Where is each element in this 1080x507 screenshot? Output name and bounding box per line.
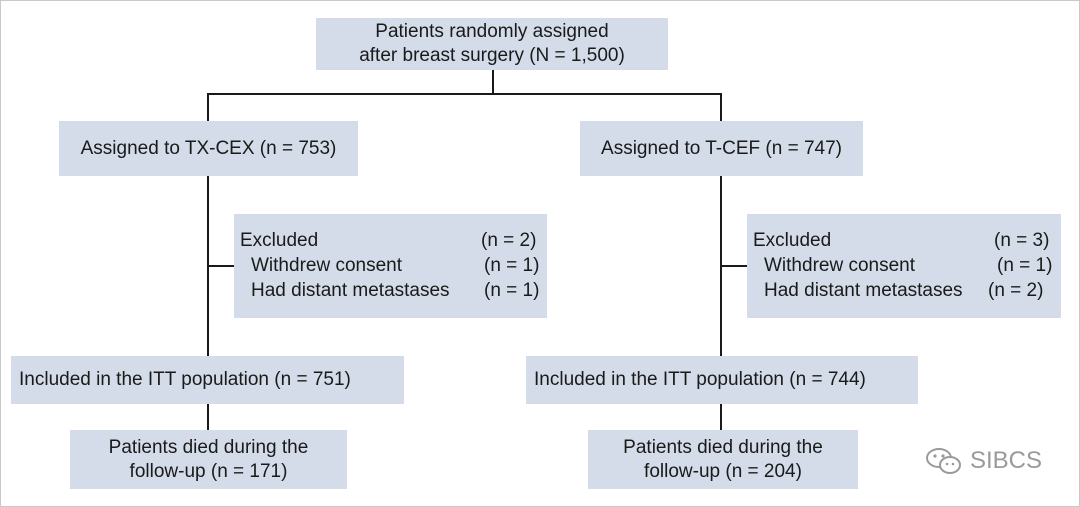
excluded-left-title: Excluded (240, 230, 319, 251)
itt-right-label: Included in the ITT population (n = 744) (534, 369, 866, 390)
excluded-right-title: Excluded (753, 230, 832, 251)
assigned-txcex-label: Assigned to TX-CEX (n = 753) (80, 137, 337, 159)
excluded-left-title-n: (n = 2) (481, 230, 537, 251)
itt-left-box: Included in the ITT population (n = 751) (11, 356, 404, 404)
connector-left-itt-to-died (207, 404, 209, 430)
excluded-left-item-n: (n = 1) (484, 280, 540, 301)
died-right-line2: follow-up (n = 204) (644, 460, 802, 482)
excluded-right-item-label: Withdrew consent (764, 255, 916, 276)
died-left-line1: Patients died during the (108, 436, 309, 458)
excluded-left-item-n: (n = 1) (484, 255, 540, 276)
died-right-box: Patients died during the follow-up (n = … (588, 430, 858, 489)
assigned-tcef-label: Assigned to T-CEF (n = 747) (601, 137, 842, 159)
connector-left-down-to-assigned (207, 93, 209, 121)
assigned-txcex-box: Assigned to TX-CEX (n = 753) (59, 121, 358, 176)
excluded-right-item-n: (n = 2) (988, 280, 1044, 301)
wechat-icon (926, 448, 961, 474)
connector-right-itt-to-died (720, 404, 722, 430)
assigned-tcef-box: Assigned to T-CEF (n = 747) (580, 121, 863, 176)
itt-right-box: Included in the ITT population (n = 744) (526, 356, 918, 404)
excluded-left-box: Excluded (n = 2) Withdrew consent (n = 1… (234, 214, 547, 318)
connector-left-excluded-branch (207, 265, 235, 267)
died-left-box: Patients died during the follow-up (n = … (70, 430, 347, 489)
itt-left-label: Included in the ITT population (n = 751) (19, 369, 351, 390)
died-left-line2: follow-up (n = 171) (129, 460, 288, 482)
connector-horizontal-split (207, 93, 722, 95)
sibcs-watermark: SIBCS (924, 446, 1042, 476)
watermark-text: SIBCS (970, 447, 1043, 474)
randomized-line2: after breast surgery (N = 1,500) (359, 45, 625, 66)
excluded-left-item-label: Had distant metastases (251, 280, 450, 301)
excluded-right-item-n: (n = 1) (997, 255, 1053, 276)
excluded-left-item-label: Withdrew consent (251, 255, 403, 276)
randomized-patients-box: Patients randomly assigned after breast … (316, 18, 668, 70)
randomized-line1: Patients randomly assigned (375, 21, 609, 42)
connector-top-down (492, 70, 494, 95)
died-right-line1: Patients died during the (623, 436, 823, 458)
excluded-right-title-n: (n = 3) (994, 230, 1050, 251)
connector-right-excluded-branch (720, 265, 748, 267)
excluded-right-box: Excluded (n = 3) Withdrew consent (n = 1… (747, 214, 1061, 318)
connector-right-down-to-assigned (720, 93, 722, 121)
excluded-right-item-label: Had distant metastases (764, 280, 963, 301)
